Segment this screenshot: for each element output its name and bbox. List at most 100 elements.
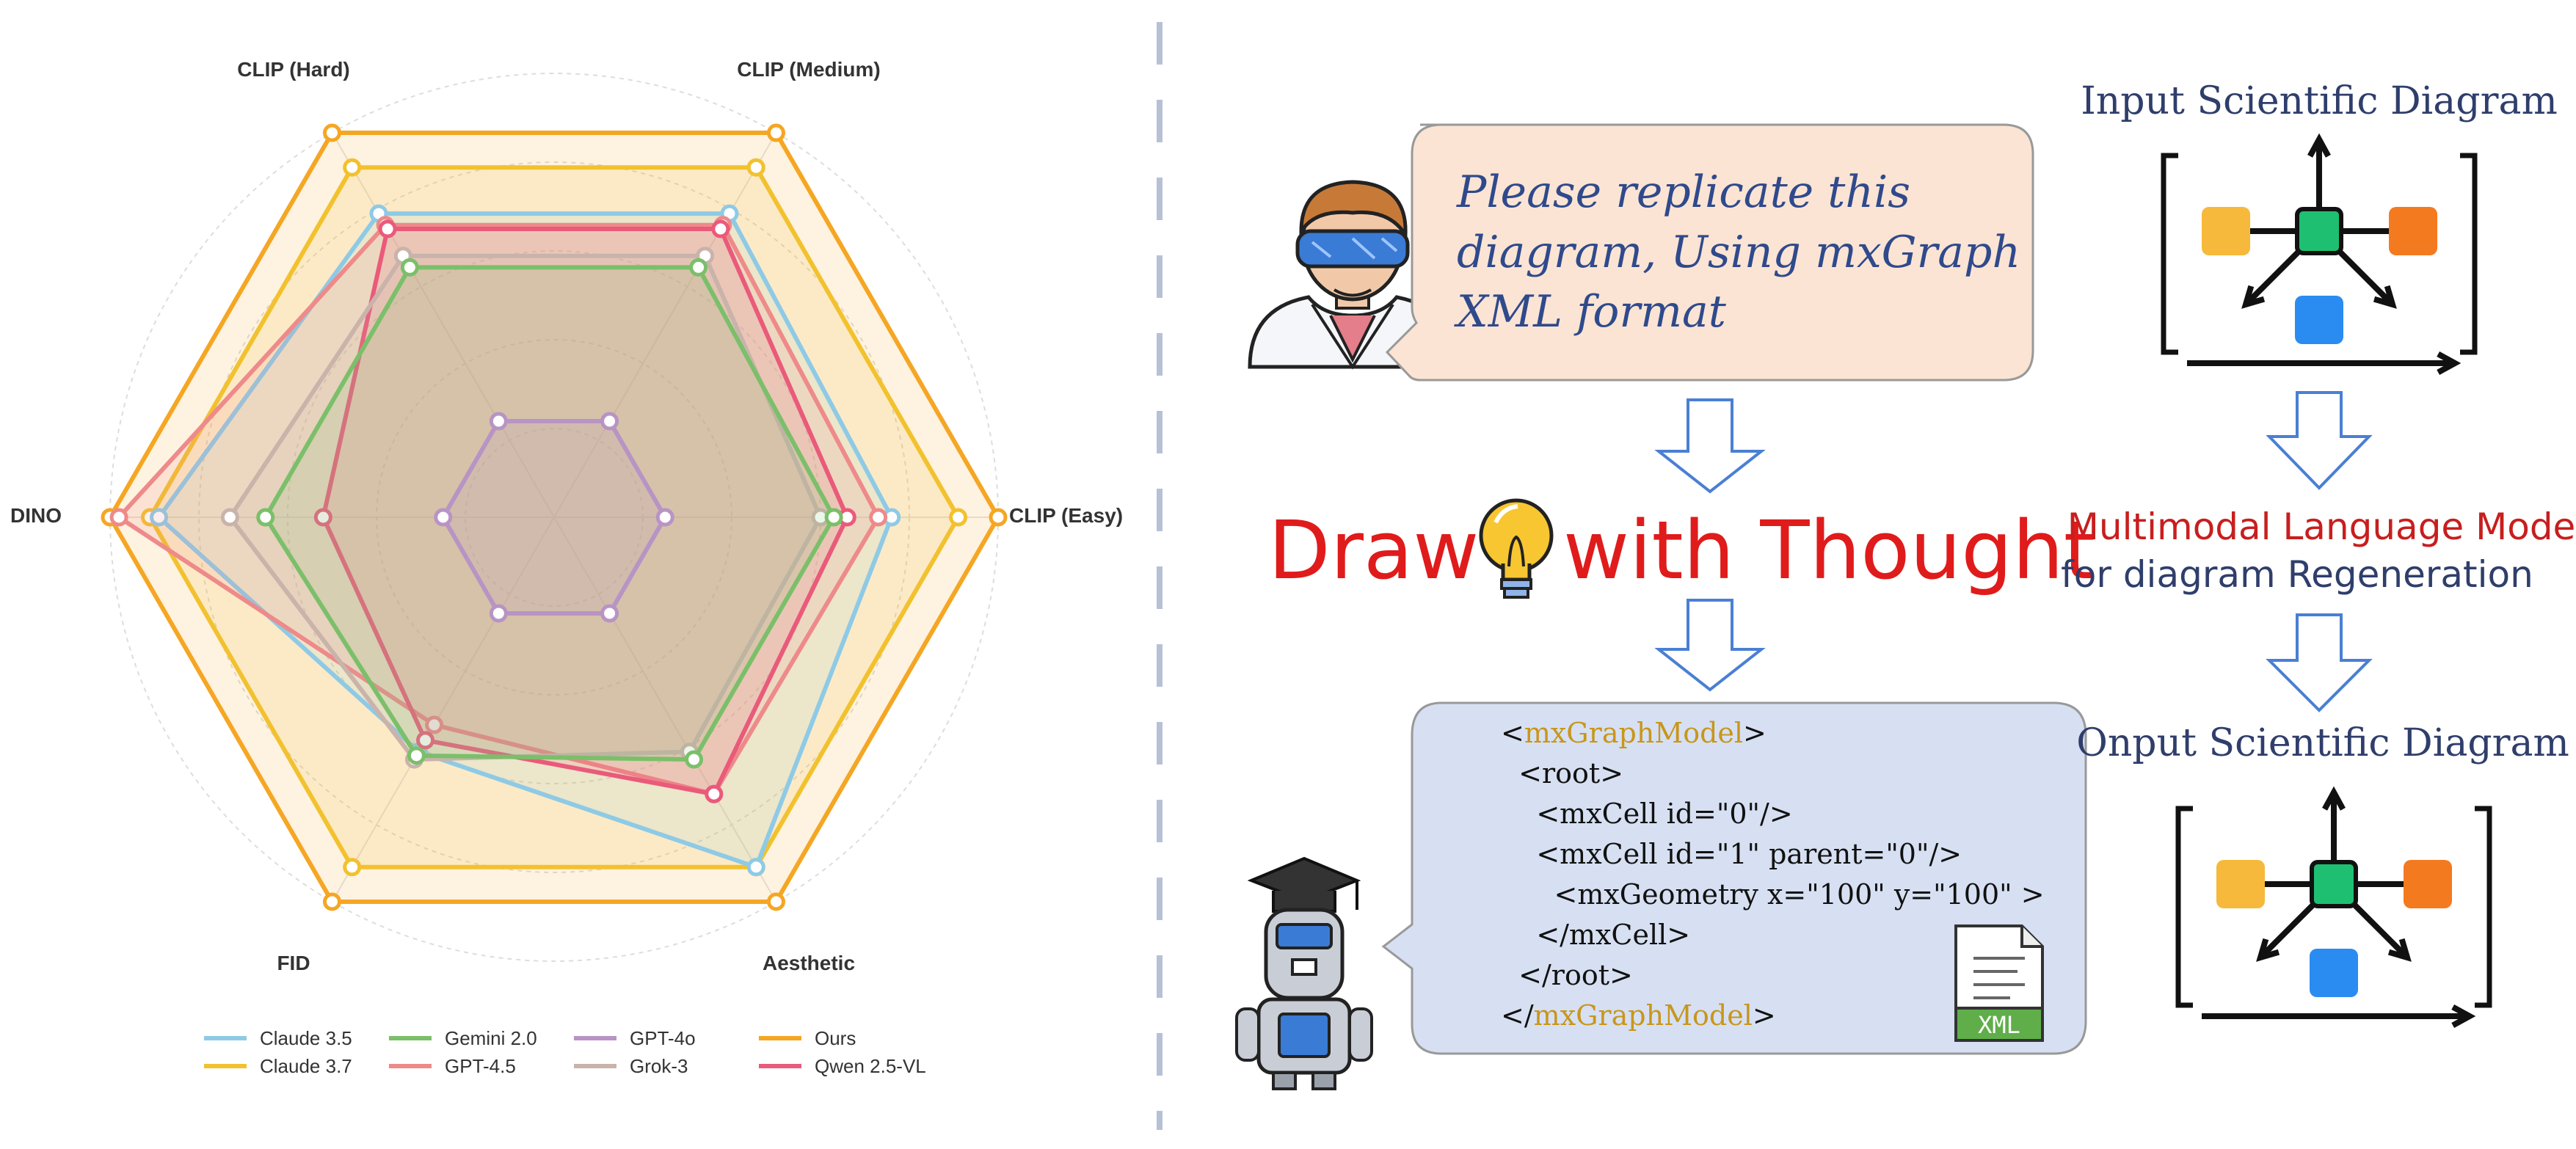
arrow-head [2387,938,2412,962]
radar-spoke [553,132,777,518]
legend-label: GPT-4o [630,1027,696,1049]
right-bracket [2460,153,2478,355]
data-point-gpt-4-5 [109,508,128,527]
legend-label: GPT-4.5 [445,1055,516,1077]
left-bracket [2175,806,2193,1008]
axis-label-fid: FID [277,952,310,974]
data-point-ours [767,892,785,911]
data-point-gpt-4-5 [425,715,444,734]
arrow-head [2373,285,2397,309]
orange-box [2404,860,2452,908]
axis-label-dino: DINO [10,504,62,527]
data-point-gemini-2-0 [400,258,419,277]
data-point-gpt-4o [489,604,508,623]
legend-label: Ours [815,1027,856,1049]
data-point-ours [323,123,341,142]
down-arrow-icon [2266,613,2373,712]
left-bracket [2161,153,2178,355]
data-point-gemini-2-0 [689,258,708,277]
arrow-head [2256,938,2280,962]
radar-grid [109,73,999,962]
data-point-gpt-4o [655,508,674,527]
orange-box [2389,207,2437,255]
arrow-head [2307,133,2331,158]
yellow-box [2216,860,2265,908]
speech-bubble-request: Please replicate this diagram, Using mxG… [1385,123,2034,382]
data-point-ours [989,508,1008,527]
axis-label-aesthetic: Aesthetic [763,952,855,974]
data-point-grok-3 [220,508,239,527]
code-line: <mxGraphModel> [1501,717,1767,749]
legend-item: Gemini 2.0 [389,1027,537,1049]
diagram-arrow [2244,247,2303,307]
data-point-gemini-2-0 [256,508,275,527]
model-title-line2: for diagram Regeneration [2061,553,2533,596]
diagram-arrow [2258,900,2318,960]
speech-bubble-code [1381,701,2087,1055]
radar-chart: CLIP (Easy) CLIP (Medium) CLIP (Hard) DI… [10,58,1123,1077]
down-arrow-icon [2266,391,2373,490]
legend-item: Claude 3.5 [204,1027,352,1049]
data-point-gpt-4o [600,604,619,623]
data-point-qwen-2-5-vl [705,784,724,803]
data-point-qwen-2-5-vl [378,219,397,238]
code-line: <mxCell id="1" parent="0"/> [1501,838,1962,870]
legend-label: Gemini 2.0 [445,1027,537,1049]
green-box [2295,207,2343,255]
data-point-gpt-4o [434,508,453,527]
data-point-claude-3-7 [343,858,362,877]
title-draw: Draw [1268,503,1479,597]
code-line: <root> [1501,757,1623,789]
axis-label-clip-medium: CLIP (Medium) [737,58,880,81]
green-box [2310,860,2358,908]
axis-label-clip-hard: CLIP (Hard) [237,58,350,81]
data-point-claude-3-7 [343,158,362,177]
xml-file-icon: XML [1954,924,2044,1042]
legend-label: Claude 3.7 [260,1055,352,1077]
input-diagram-title: Input Scientific Diagram [2081,79,2558,123]
legend-label: Claude 3.5 [260,1027,352,1049]
output-scientific-diagram [2175,786,2492,1028]
speech-line-3: XML format [1454,286,1727,338]
data-point-gpt-4-5 [869,508,888,527]
data-point-gpt-4o [600,412,619,431]
legend-item: Grok-3 [574,1055,688,1077]
blue-box [2310,949,2358,997]
arrow-head [2322,786,2346,811]
code-line: </mxCell> [1501,919,1690,951]
data-point-claude-3-5 [150,508,169,527]
data-point-ours [323,892,341,911]
radar-spoke [331,132,555,518]
robot-icon [1235,856,1373,1090]
speech-line-1: Please replicate this [1456,167,1910,218]
output-diagram-title: Onput Scientific Diagram [2076,721,2569,765]
speech-line-2: diagram, Using mxGraph [1457,227,2020,278]
code-line: </root> [1501,959,1633,991]
xml-code-block: <mxGraphModel> <root> <mxCell id="0"/> <… [1501,717,2045,1032]
yellow-box [2202,207,2250,255]
legend-item: Claude 3.7 [204,1055,352,1077]
model-title-line1: Multimodal Language Model [2067,506,2576,548]
diagram-arrow [2350,900,2409,960]
legend-item: GPT-4.5 [389,1055,516,1077]
arrow-head [2241,285,2266,309]
input-scientific-diagram [2161,133,2478,375]
data-point-gpt-4o [489,412,508,431]
legend-item: Ours [759,1027,856,1049]
xml-badge-label: XML [1978,1011,2020,1039]
data-point-gemini-2-0 [685,750,704,769]
blue-box [2295,296,2343,344]
code-line: <mxCell id="0"/> [1501,798,1793,830]
diagram-arrow [2335,247,2395,307]
title-with-thought: with Thought [1563,503,2095,597]
data-point-qwen-2-5-vl [711,219,730,238]
legend-item: GPT-4o [574,1027,696,1049]
radar-series-layer [101,123,1008,911]
data-point-ours [767,123,785,142]
data-point-qwen-2-5-vl [416,731,435,750]
data-point-claude-3-7 [746,158,765,177]
lightbulb-icon [1479,498,1554,599]
arrow-head [2437,351,2462,375]
